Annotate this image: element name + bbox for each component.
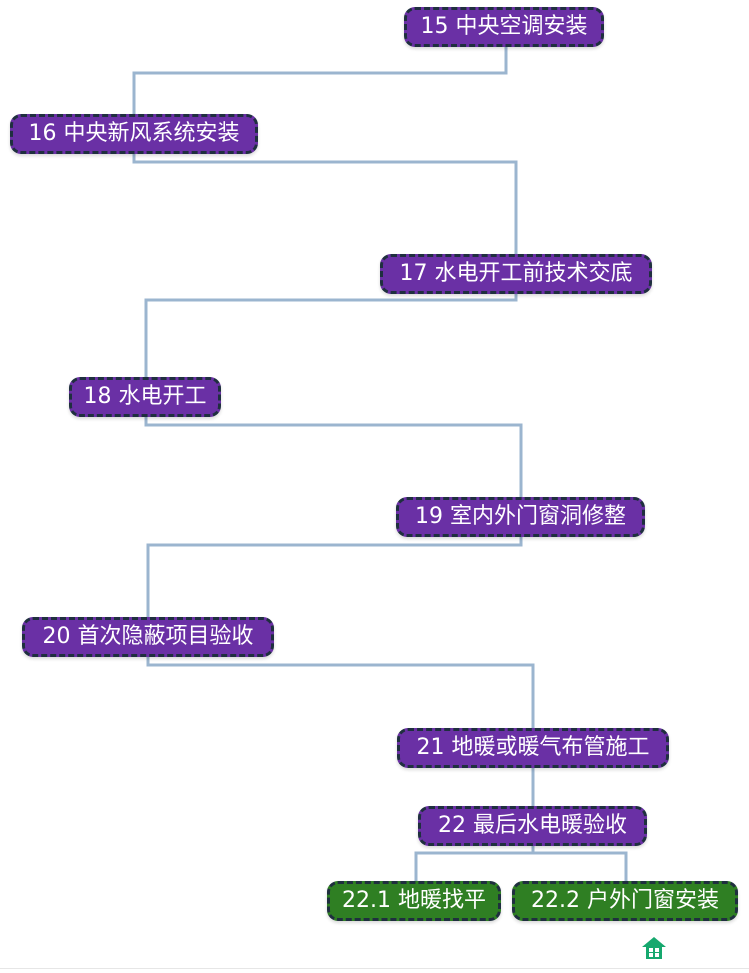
connector-17-18 xyxy=(144,294,518,377)
connector-19-20 xyxy=(146,537,523,617)
node-15-central-ac-installation[interactable]: 15 中央空调安装 xyxy=(404,7,604,47)
node-22-1-floor-leveling[interactable]: 22.1 地暖找平 xyxy=(327,881,501,921)
connector-16-17 xyxy=(132,154,518,254)
node-21-floor-heating-piping[interactable]: 21 地暖或暖气布管施工 xyxy=(397,728,669,768)
connector-20-21 xyxy=(146,657,535,728)
node-22-2-exterior-window-installation[interactable]: 22.2 户外门窗安装 xyxy=(512,881,738,921)
connector-22-22-1 xyxy=(414,846,535,881)
home-icon[interactable] xyxy=(641,935,667,961)
node-22-final-inspection[interactable]: 22 最后水电暖验收 xyxy=(418,806,647,846)
node-20-first-concealed-inspection[interactable]: 20 首次隐蔽项目验收 xyxy=(22,617,274,657)
node-16-fresh-air-system-installation[interactable]: 16 中央新风系统安装 xyxy=(10,114,258,154)
node-19-door-window-opening-trim[interactable]: 19 室内外门窗洞修整 xyxy=(396,497,645,537)
node-17-plumbing-electrical-briefing[interactable]: 17 水电开工前技术交底 xyxy=(380,254,652,294)
connector-18-19 xyxy=(144,417,523,497)
connector-15-16 xyxy=(132,47,508,114)
bottom-divider xyxy=(0,968,749,969)
connector-22-22-2 xyxy=(533,851,628,881)
node-18-plumbing-electrical-start[interactable]: 18 水电开工 xyxy=(69,377,221,417)
